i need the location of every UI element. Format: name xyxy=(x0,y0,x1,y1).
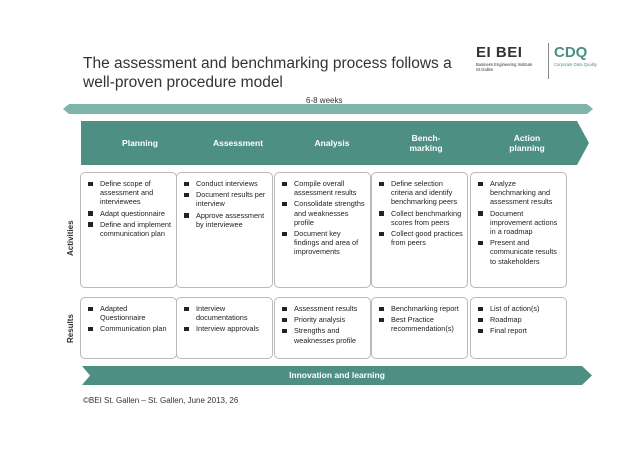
list-item: Adapt questionnaire xyxy=(87,209,172,218)
list-item: Final report xyxy=(477,326,562,335)
bei-logo-prefix: EI xyxy=(476,44,492,61)
logo-divider xyxy=(548,43,549,79)
phase-label: Planning xyxy=(122,138,158,148)
bei-logo-subtitle: Business Engineering Institute St.Gallen xyxy=(476,62,533,72)
phase-label: Action planning xyxy=(509,133,545,153)
cdq-logo-subtitle: Corporate Data Quality xyxy=(554,62,597,67)
list-item: Document improvement actions in a roadma… xyxy=(477,209,562,237)
list-item: Define scope of assessment and interview… xyxy=(87,179,172,207)
list-item: Roadmap xyxy=(477,315,562,324)
innovation-label: Innovation and learning xyxy=(289,370,385,380)
activities-box-action-planning: Analyze benchmarking and assessment resu… xyxy=(470,172,567,288)
phase-benchmarking: Bench- marking xyxy=(371,121,481,165)
phase-analysis: Analysis xyxy=(277,121,387,165)
list-item: Collect benchmarking scores from peers xyxy=(378,209,463,227)
list-item: Interview approvals xyxy=(183,324,268,333)
activities-box-benchmarking: Define selection criteria and identify b… xyxy=(371,172,468,288)
phase-action-planning: Action planning xyxy=(465,121,589,165)
activities-box-assessment: Conduct interviews Document results per … xyxy=(176,172,273,288)
phase-label: Assessment xyxy=(212,138,264,148)
phase-label: Bench- marking xyxy=(409,133,443,153)
list-item: Present and communicate results to stake… xyxy=(477,238,562,266)
cdq-logo-text: CDQ xyxy=(554,44,588,61)
footer: ©BEI St. Gallen – St. Gallen, June 2013,… xyxy=(83,396,239,405)
list-item: Adapted Questionnaire xyxy=(87,304,172,322)
results-box-assessment: Interview documentations Interview appro… xyxy=(176,297,273,359)
list-item: Priority analysis xyxy=(281,315,366,324)
duration-arrow xyxy=(63,104,593,114)
duration-label: 6-8 weeks xyxy=(306,96,343,105)
phase-label: Analysis xyxy=(314,138,350,148)
activities-box-planning: Define scope of assessment and interview… xyxy=(80,172,177,288)
list-item: Define selection criteria and identify b… xyxy=(378,179,463,207)
results-box-planning: Adapted Questionnaire Communication plan xyxy=(80,297,177,359)
results-box-action-planning: List of action(s) Roadmap Final report xyxy=(470,297,567,359)
bei-logo: EI BEI Business Engineering Institute St… xyxy=(476,44,546,78)
list-item: Conduct interviews xyxy=(183,179,268,188)
results-box-benchmarking: Benchmarking report Best Practice recomm… xyxy=(371,297,468,359)
list-item: Collect good practices from peers xyxy=(378,229,463,247)
phase-chevrons: Planning Assessment Analysis Bench- mark… xyxy=(81,121,589,165)
activities-box-analysis: Compile overall assessment results Conso… xyxy=(274,172,371,288)
list-item: Best Practice recommendation(s) xyxy=(378,315,463,333)
list-item: Document key findings and area of improv… xyxy=(281,229,366,257)
list-item: Communication plan xyxy=(87,324,172,333)
phase-assessment: Assessment xyxy=(183,121,293,165)
slide-title: The assessment and benchmarking process … xyxy=(83,55,452,91)
list-item: Consolidate strengths and weaknesses pro… xyxy=(281,199,366,227)
row-label-activities: Activities xyxy=(66,220,75,256)
list-item: Analyze benchmarking and assessment resu… xyxy=(477,179,562,207)
list-item: Compile overall assessment results xyxy=(281,179,366,197)
bei-logo-text: BEI xyxy=(495,44,523,61)
list-item: Assessment results xyxy=(281,304,366,313)
phase-planning: Planning xyxy=(81,121,199,165)
list-item: Define and implement communication plan xyxy=(87,220,172,238)
list-item: Interview documentations xyxy=(183,304,268,322)
list-item: Strengths and weaknesses profile xyxy=(281,326,366,345)
results-box-analysis: Assessment results Priority analysis Str… xyxy=(274,297,371,359)
list-item: Benchmarking report xyxy=(378,304,463,313)
list-item: Approve assessment by interviewee xyxy=(183,211,268,229)
cdq-logo: CDQ Corporate Data Quality xyxy=(554,44,604,74)
bei-logo-mark: EI BEI xyxy=(476,44,546,61)
list-item: List of action(s) xyxy=(477,304,562,313)
row-label-results: Results xyxy=(66,314,75,343)
list-item: Document results per interview xyxy=(183,190,268,208)
innovation-bar: Innovation and learning xyxy=(82,366,592,385)
